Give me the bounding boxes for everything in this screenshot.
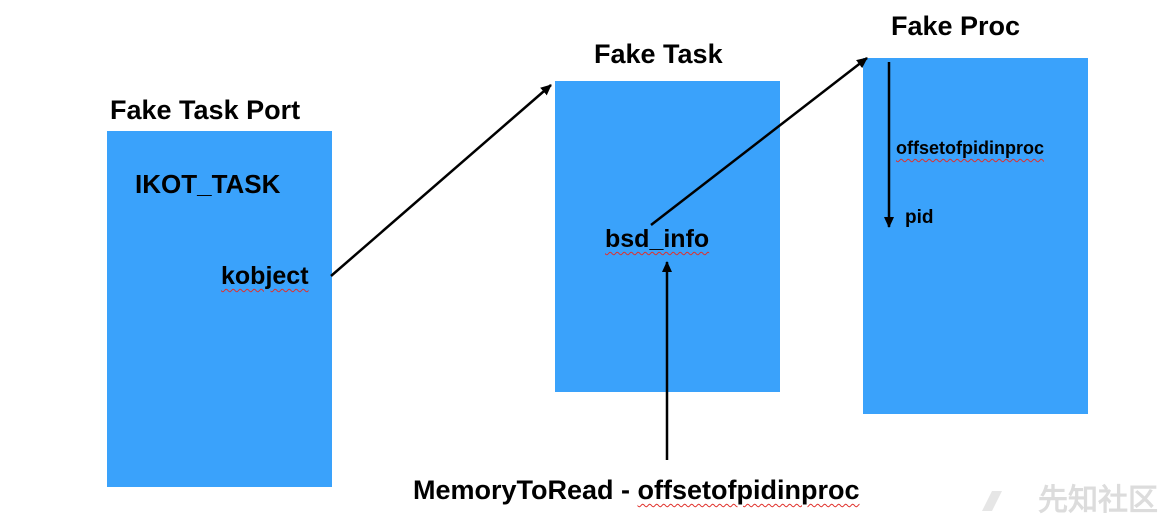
memory-to-read-prefix: MemoryToRead - xyxy=(413,475,638,505)
memory-to-read-offset: offsetofpidinproc xyxy=(637,475,860,505)
fake-task-title: Fake Task xyxy=(594,39,723,69)
memory-to-read-label: MemoryToRead - offsetofpidinproc xyxy=(413,477,860,504)
fake-proc-title: Fake Proc xyxy=(891,11,1021,41)
fake-proc-box xyxy=(863,58,1088,414)
watermark-logo-icon xyxy=(982,491,1002,511)
offset-pid-proc-label: offsetofpidinproc xyxy=(896,138,1044,158)
kobject-label: kobject xyxy=(221,262,309,290)
bsd-info-label: bsd_info xyxy=(605,225,710,253)
bsd-info-to-proc-arrow xyxy=(650,57,868,226)
kobject-to-task-arrow xyxy=(330,84,552,277)
fake-task-port-box xyxy=(107,131,332,487)
fake-task-port-title: Fake Task Port xyxy=(110,95,301,125)
pid-label: pid xyxy=(905,207,934,228)
watermark: 先知社区 xyxy=(1038,483,1158,518)
ikot-task-label: IKOT_TASK xyxy=(135,169,281,199)
